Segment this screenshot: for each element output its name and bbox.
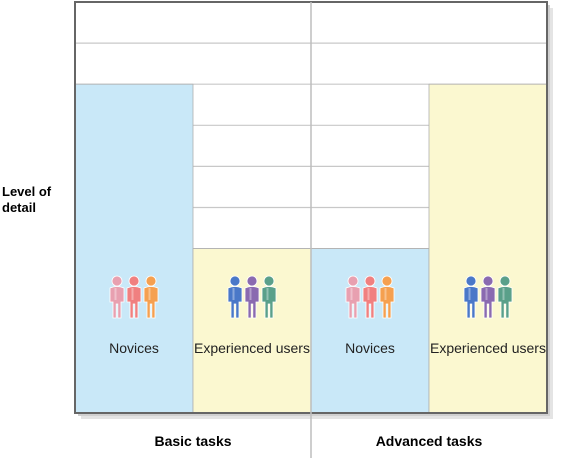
bar	[428, 83, 548, 414]
y-axis-label: Level of detail	[2, 184, 52, 215]
person-icon	[379, 275, 395, 319]
person-icon	[362, 275, 378, 319]
bar-label: Novices	[109, 340, 159, 356]
person-icon	[143, 275, 159, 319]
person-icon	[345, 275, 361, 319]
bar	[310, 248, 430, 414]
person-icon	[109, 275, 125, 319]
person-icon	[261, 275, 277, 319]
person-icon	[244, 275, 260, 319]
person-icon	[497, 275, 513, 319]
person-icon	[126, 275, 142, 319]
x-axis-group-label: Basic tasks	[154, 433, 232, 449]
bar-label: Experienced users	[194, 340, 310, 356]
x-axis-group-label: Advanced tasks	[375, 433, 483, 449]
bar	[74, 83, 194, 414]
person-icon	[463, 275, 479, 319]
bar-label: Novices	[345, 340, 395, 356]
bar	[192, 248, 312, 414]
person-icon	[227, 275, 243, 319]
person-icon	[480, 275, 496, 319]
bar-label: Experienced users	[430, 340, 546, 356]
